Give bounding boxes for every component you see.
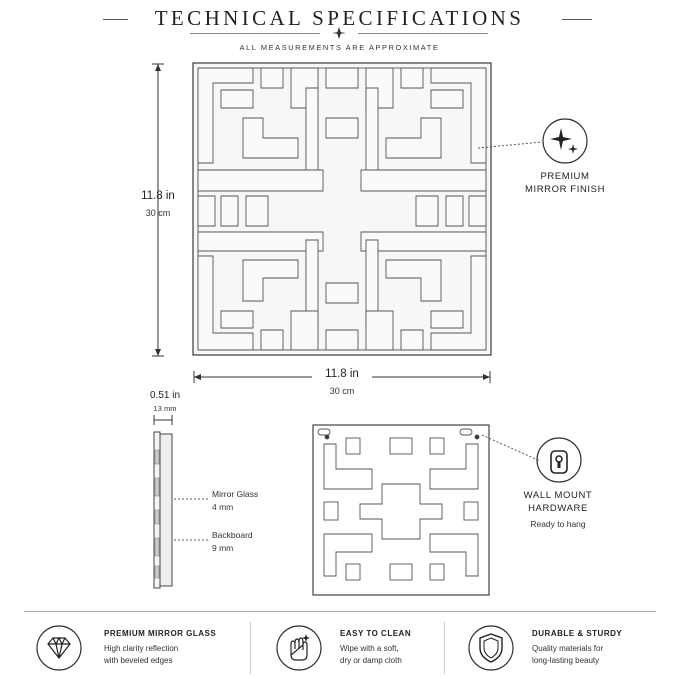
divider-right — [358, 33, 488, 34]
feature-desc-line2: dry or damp cloth — [340, 656, 402, 665]
page-title: TECHNICAL SPECIFICATIONS — [154, 6, 525, 30]
feature-desc-line1: Wipe with a soft, — [340, 644, 399, 653]
height-dimension-line — [152, 63, 164, 357]
feature-durable: DURABLE & STURDY Quality materials for l… — [468, 625, 658, 673]
feature-desc-line1: Quality materials for — [532, 644, 604, 653]
divider-left — [190, 33, 320, 34]
finish-label-line2: MIRROR FINISH — [524, 184, 606, 195]
title-rule-right — [562, 19, 592, 20]
height-cm: 30 cm — [145, 208, 171, 218]
mount-sub-label: Ready to hang — [530, 519, 586, 529]
depth-mm: 13 mm — [153, 404, 177, 413]
footer-divider — [24, 611, 656, 612]
mirror-side-profile — [153, 431, 173, 589]
feature-title: EASY TO CLEAN — [340, 629, 412, 638]
shield-icon — [468, 625, 514, 671]
lock-hanger-icon — [536, 437, 582, 483]
feature-title: DURABLE & STURDY — [532, 629, 623, 638]
glass-leader-line — [174, 498, 210, 500]
board-value: 9 mm — [212, 543, 234, 553]
depth-inches: 0.51 in — [149, 390, 181, 401]
page-subtitle: ALL MEASUREMENTS ARE APPROXIMATE — [239, 43, 440, 52]
mount-label-line1: WALL MOUNT — [523, 490, 593, 501]
feature-sep-1 — [250, 622, 251, 674]
glass-value: 4 mm — [212, 502, 234, 512]
feature-desc-line1: High clarity reflection — [104, 644, 179, 653]
feature-premium-glass: PREMIUM MIRROR GLASS High clarity reflec… — [36, 625, 246, 673]
feature-title: PREMIUM MIRROR GLASS — [104, 629, 217, 638]
feature-easy-clean: EASY TO CLEAN Wipe with a soft, dry or d… — [276, 625, 446, 673]
feature-desc-line2: with beveled edges — [104, 656, 173, 665]
height-inches: 11.8 in — [141, 190, 175, 202]
board-title: Backboard — [212, 530, 253, 540]
depth-dimension-line — [153, 415, 173, 425]
feature-sep-2 — [444, 622, 445, 674]
diamond-icon — [36, 625, 82, 671]
wipe-hand-icon — [276, 625, 322, 671]
ornament-diamond-icon — [332, 27, 346, 39]
finish-leader-line — [477, 141, 543, 149]
width-inches: 11.8 in — [312, 368, 372, 380]
glass-title: Mirror Glass — [212, 489, 259, 499]
mount-label-line2: HARDWARE — [528, 503, 588, 514]
title-rule-left — [103, 19, 128, 20]
finish-label-line1: PREMIUM — [540, 171, 590, 182]
feature-desc-line2: long-lasting beauty — [532, 656, 600, 665]
sparkle-icon — [542, 118, 588, 164]
mirror-back-view — [312, 424, 490, 596]
board-leader-line — [174, 539, 210, 541]
width-cm: 30 cm — [329, 386, 355, 396]
mount-leader-line — [481, 434, 541, 462]
mirror-front-view — [192, 62, 492, 356]
